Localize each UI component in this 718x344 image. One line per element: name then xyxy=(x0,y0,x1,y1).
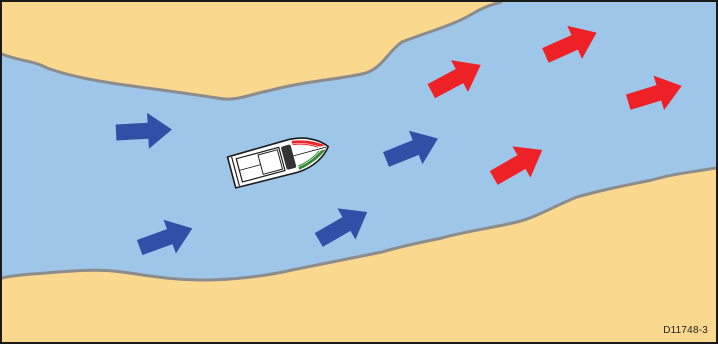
figure-id-label: D11748-3 xyxy=(663,325,708,336)
